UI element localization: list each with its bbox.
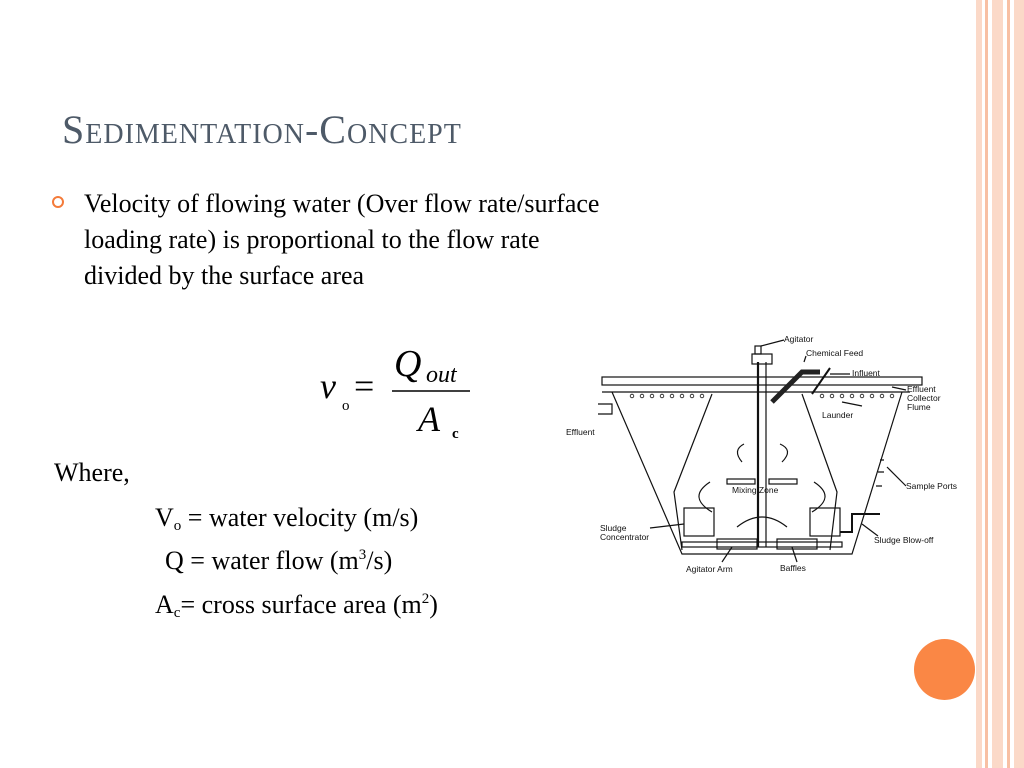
leader-line xyxy=(886,466,907,487)
formula-lhs-sub: o xyxy=(342,398,350,414)
effluent-outlet xyxy=(598,403,613,415)
formula-numerator-sub: out xyxy=(426,362,458,388)
leader-line xyxy=(760,339,785,347)
leader-line xyxy=(803,355,807,363)
formula-denominator: A xyxy=(416,399,441,439)
q-text-a: = water flow (m xyxy=(183,546,359,575)
stripe xyxy=(976,0,982,768)
mixing-blade-left xyxy=(726,478,756,485)
label-agitator: Agitator xyxy=(784,334,813,344)
sludge-concentrator-right xyxy=(809,507,841,537)
where-label: Where, xyxy=(54,458,130,487)
bullet-marker xyxy=(52,196,64,208)
sludge-concentrator-left xyxy=(683,507,715,537)
influent-pipe xyxy=(811,367,831,395)
leader-line xyxy=(791,546,798,563)
agitator-cap xyxy=(754,345,762,355)
agitator-arm xyxy=(681,541,843,548)
label-influent: Influent xyxy=(852,368,881,378)
label-chemical-feed: Chemical Feed xyxy=(806,348,863,358)
label-mixing-zone: Mixing Zone xyxy=(732,485,779,495)
flow-arrow xyxy=(736,516,788,528)
vo-subscript: o xyxy=(173,518,182,534)
slide-title: Sedimentation-Concept xyxy=(62,107,462,152)
vo-symbol: V xyxy=(155,503,174,532)
leader-line xyxy=(649,523,685,529)
label-effluent-collector-1: Effluent xyxy=(907,384,936,394)
leader-line xyxy=(841,401,863,407)
formula-numerator: Q xyxy=(394,343,421,385)
ac-text-b: ) xyxy=(429,590,438,619)
leader-line xyxy=(891,386,907,391)
stripe xyxy=(985,0,988,768)
decorative-circle xyxy=(914,639,975,700)
flow-arrow xyxy=(779,443,789,463)
stripe xyxy=(1007,0,1010,768)
chemical-feed-pipe xyxy=(770,369,820,404)
definition-vo: Vo = water velocity (m/s) xyxy=(155,503,418,535)
flow-arrow xyxy=(811,481,826,513)
formula-equals: = xyxy=(354,366,374,406)
flow-arrow xyxy=(698,481,713,513)
formula-lhs-var: v xyxy=(320,366,336,406)
label-sludge-concentrator-2: Concentrator xyxy=(600,532,649,542)
definition-ac: Ac= cross surface area (m2) xyxy=(155,590,438,622)
arm-block-left xyxy=(716,538,758,550)
label-sludge-blowoff: Sludge Blow-off xyxy=(874,535,934,545)
sample-ports xyxy=(876,459,884,487)
launder-dots xyxy=(629,393,895,399)
inner-cone-left xyxy=(673,393,713,551)
inner-cone-right xyxy=(801,393,838,551)
q-symbol: Q xyxy=(165,546,184,575)
ac-subscript: c xyxy=(173,605,181,621)
flow-arrow xyxy=(736,443,745,463)
velocity-formula: v o = Q out A c xyxy=(320,343,470,442)
label-effluent: Effluent xyxy=(566,427,595,437)
decorative-stripes xyxy=(976,0,1024,768)
vo-text: = water velocity (m/s) xyxy=(181,503,419,532)
bullet-text: Velocity of flowing water (Over flow rat… xyxy=(84,189,600,290)
label-sludge-concentrator-1: Sludge xyxy=(600,523,627,533)
ac-symbol: A xyxy=(155,590,174,619)
q-superscript: 3 xyxy=(358,547,367,563)
sludge-blowoff-pipe xyxy=(840,513,880,533)
stripe xyxy=(1014,0,1024,768)
ac-text-a: = cross surface area (m xyxy=(180,590,422,619)
label-agitator-arm: Agitator Arm xyxy=(686,564,733,574)
stripe xyxy=(992,0,1003,768)
formula-denominator-sub: c xyxy=(452,426,459,442)
top-rim xyxy=(601,376,923,386)
agitator-motor xyxy=(751,353,773,365)
clarifier-diagram: Agitator Chemical Feed Influent Effluent… xyxy=(566,334,957,574)
leader-line xyxy=(721,546,733,563)
label-launder: Launder xyxy=(822,410,853,420)
label-sample-ports: Sample Ports xyxy=(906,481,957,491)
mixing-blade-right xyxy=(768,478,798,485)
label-effluent-collector-3: Flume xyxy=(907,402,931,412)
label-baffles: Baffles xyxy=(780,563,806,573)
bullet-item: Velocity of flowing water (Over flow rat… xyxy=(52,186,612,294)
ac-superscript: 2 xyxy=(421,591,430,607)
tank-outline xyxy=(611,391,903,555)
definition-q: Q = water flow (m3/s) xyxy=(165,546,392,576)
arm-block-right xyxy=(776,538,818,550)
leader-line xyxy=(861,523,879,537)
q-text-b: /s) xyxy=(366,546,393,575)
label-effluent-collector-2: Collector xyxy=(907,393,941,403)
